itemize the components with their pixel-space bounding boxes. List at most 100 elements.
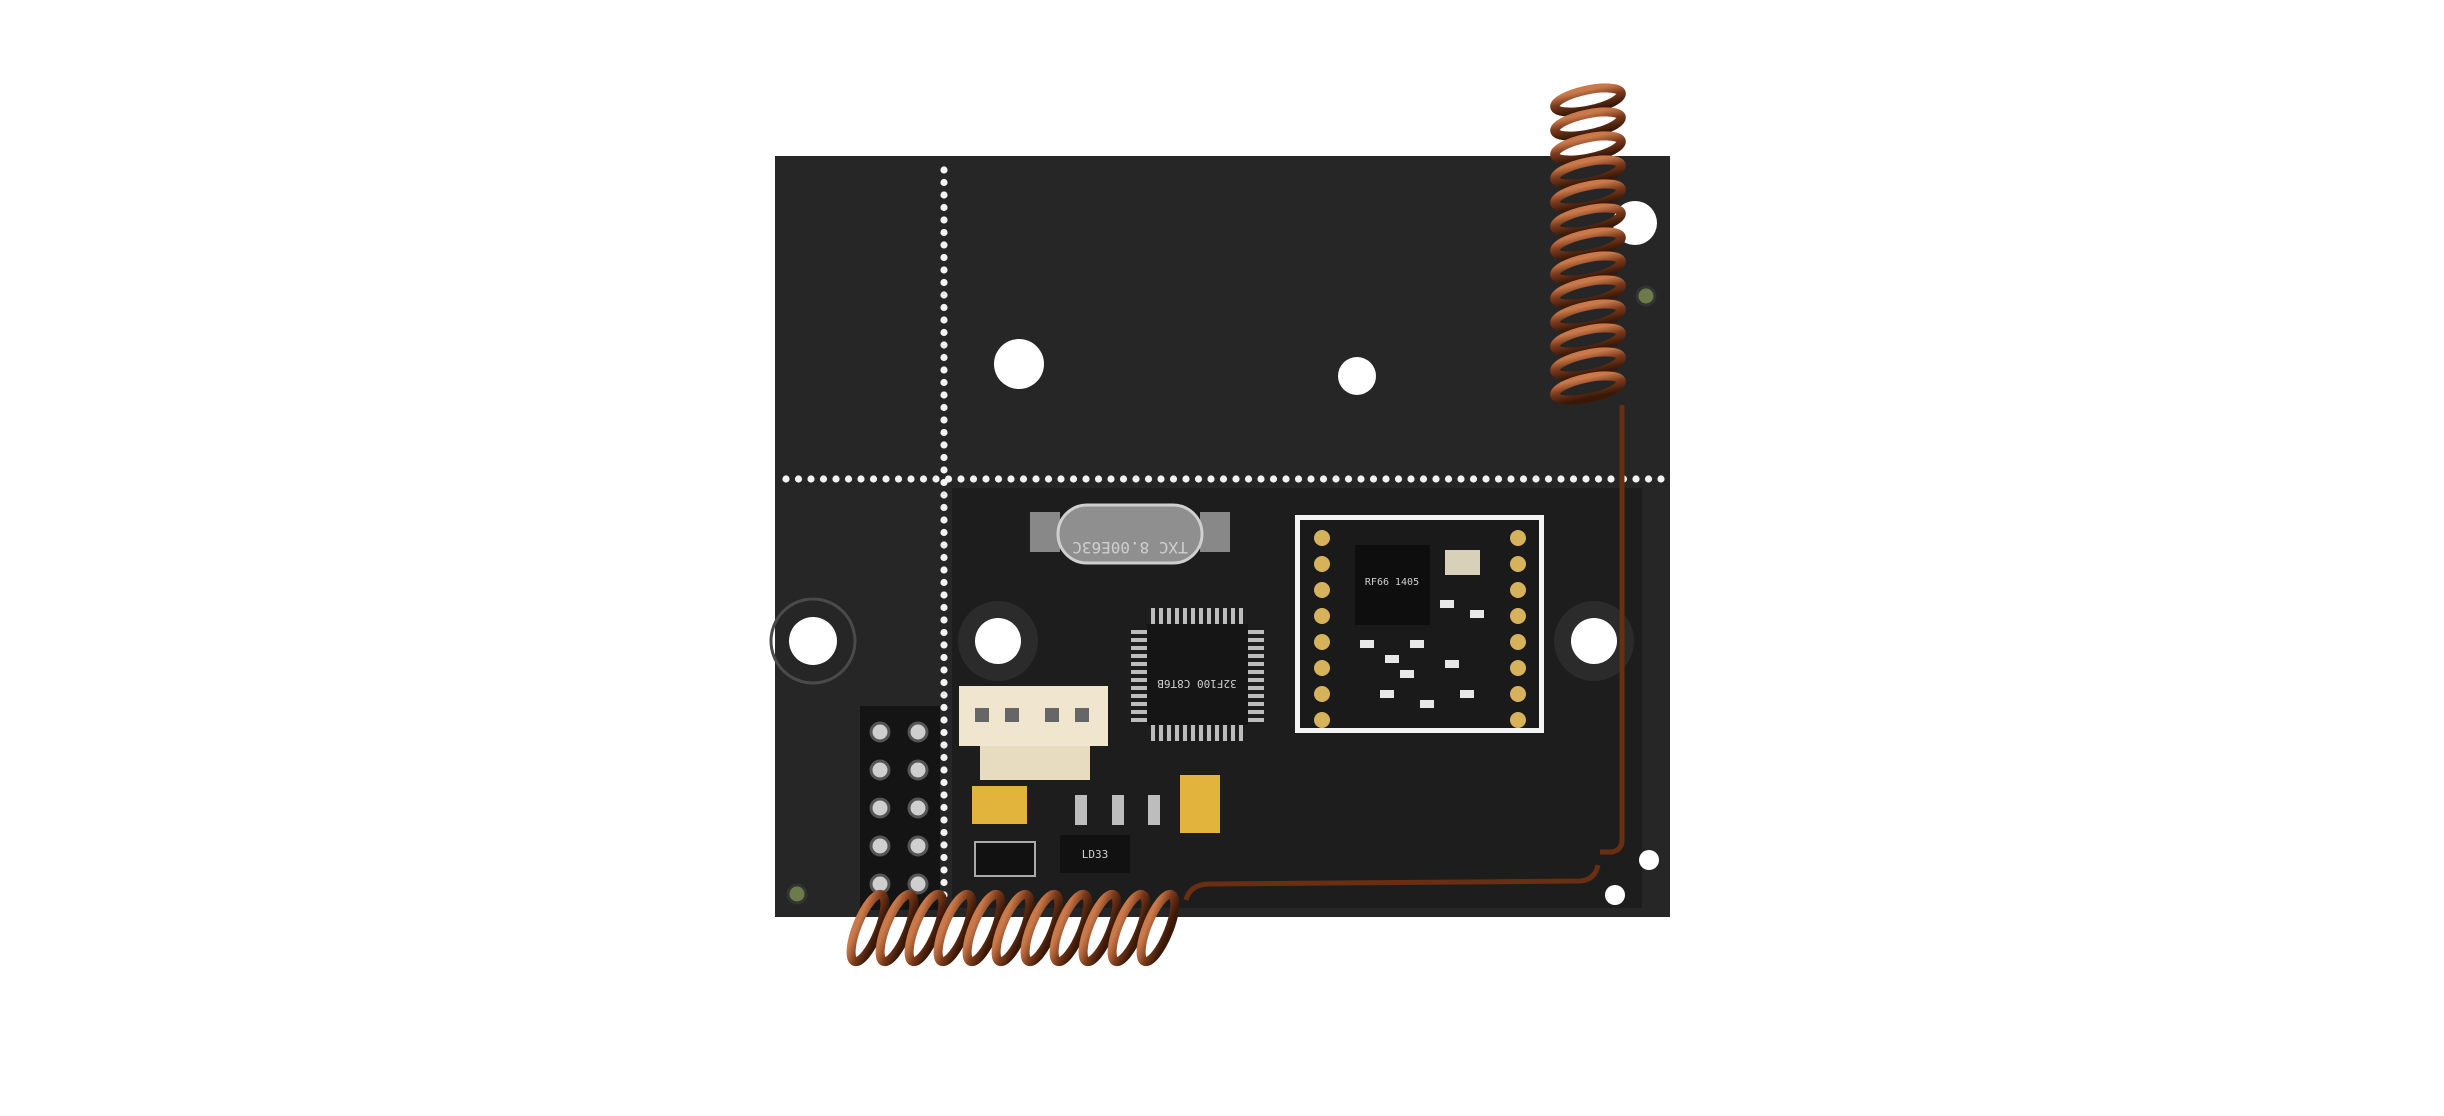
perforation-dot bbox=[940, 166, 948, 174]
perforation-dot bbox=[940, 416, 948, 424]
chip-pin bbox=[1239, 725, 1243, 741]
castellated-pad bbox=[1510, 660, 1526, 676]
smd-component bbox=[1460, 690, 1474, 698]
perforation-dot bbox=[940, 678, 948, 687]
perforation-dot bbox=[940, 516, 948, 524]
chip-pin bbox=[1131, 630, 1147, 634]
perforation-dot bbox=[940, 703, 948, 712]
perforation-dot bbox=[1407, 475, 1415, 483]
pin-header bbox=[860, 706, 940, 910]
perforation-dot bbox=[940, 253, 948, 262]
coil-turn bbox=[991, 889, 1035, 967]
test-pad bbox=[1635, 285, 1657, 307]
antenna-wire bbox=[1183, 864, 1601, 901]
header-pin bbox=[869, 759, 891, 781]
diode bbox=[974, 841, 1036, 877]
chip-pin bbox=[1175, 725, 1179, 741]
chip-pin bbox=[1248, 702, 1264, 706]
perforation-dot bbox=[940, 228, 948, 237]
perforation-dot bbox=[940, 541, 948, 549]
chip-pin bbox=[1191, 725, 1195, 741]
castellated-pad bbox=[1314, 686, 1330, 702]
castellated-pad bbox=[1510, 686, 1526, 702]
perforation-dot bbox=[940, 466, 948, 474]
perforation-dot bbox=[940, 866, 948, 874]
perforation-dot bbox=[940, 403, 948, 412]
perforation-dot bbox=[940, 628, 948, 637]
perforation-dot bbox=[940, 453, 948, 462]
perforation-dot bbox=[940, 791, 948, 799]
perforation-dot bbox=[857, 475, 865, 483]
perforation-dot bbox=[1182, 475, 1190, 483]
chip-pin bbox=[1199, 608, 1203, 624]
chip-pin bbox=[1248, 670, 1264, 674]
perforation-dot bbox=[940, 653, 948, 662]
chip-pin bbox=[1167, 725, 1171, 741]
perforation-dot bbox=[940, 578, 948, 587]
crystal-oscillator: TXC 8.00E63C bbox=[1030, 503, 1230, 565]
perforation-dot bbox=[957, 475, 965, 483]
perforation-dot bbox=[940, 503, 948, 512]
coil-turn bbox=[962, 889, 1006, 967]
header-pin bbox=[869, 721, 891, 743]
perforation-dot bbox=[940, 828, 948, 837]
perforation-dot bbox=[1457, 475, 1465, 483]
perforation-dot bbox=[940, 841, 948, 849]
perforation-dot bbox=[819, 475, 828, 483]
perforation-dot bbox=[894, 475, 903, 483]
perforation-dot bbox=[1119, 475, 1128, 483]
perforation-dot bbox=[1194, 475, 1203, 483]
chip-pin bbox=[1191, 608, 1195, 624]
perforation-dot bbox=[994, 475, 1003, 483]
perforation-dot bbox=[944, 475, 953, 483]
perforation-dot bbox=[1544, 475, 1553, 483]
perforation-dot bbox=[882, 475, 890, 483]
mounting-hole bbox=[1639, 850, 1659, 870]
castellated-pad bbox=[1314, 712, 1330, 728]
perforation-dot bbox=[1332, 475, 1340, 483]
perforation-dot bbox=[1144, 475, 1153, 483]
perforation-dot bbox=[940, 566, 948, 574]
perforation-dot bbox=[1107, 475, 1115, 483]
perforation-dot bbox=[940, 353, 948, 362]
perforation-dot bbox=[940, 216, 948, 224]
perforation-dot bbox=[1257, 475, 1265, 483]
perforation-dot bbox=[940, 328, 948, 337]
test-pad bbox=[786, 883, 808, 905]
perforation-dot bbox=[1007, 475, 1015, 483]
perforation-dots bbox=[782, 166, 1665, 899]
microcontroller-chip: 32F100 C8T6B bbox=[1131, 608, 1264, 741]
perforation-dot bbox=[1094, 475, 1103, 483]
header-pin bbox=[907, 721, 929, 743]
chip-pin bbox=[1183, 725, 1187, 741]
perforation-dot bbox=[1244, 475, 1253, 483]
perforation-dot bbox=[940, 591, 948, 599]
smd-component bbox=[1420, 700, 1434, 708]
coil-turn bbox=[1136, 889, 1180, 967]
mounting-hole bbox=[1571, 618, 1617, 664]
perforation-dot bbox=[940, 203, 948, 212]
chip-pin bbox=[1248, 710, 1264, 714]
coil-turn bbox=[933, 889, 977, 967]
castellated-pad bbox=[1314, 660, 1330, 676]
perforation-dot bbox=[844, 475, 853, 483]
castellated-pad bbox=[1314, 530, 1330, 546]
perforation-dot bbox=[940, 441, 948, 449]
perforation-dot bbox=[1507, 475, 1515, 483]
mounting-hole bbox=[975, 618, 1021, 664]
antenna-wire bbox=[1600, 405, 1625, 855]
perforation-dot bbox=[832, 475, 840, 483]
chip-pin bbox=[1199, 725, 1203, 741]
coil-turn bbox=[875, 889, 919, 967]
perforation-dot bbox=[1269, 475, 1278, 483]
perforation-dot bbox=[1494, 475, 1503, 483]
chip-pin bbox=[1223, 608, 1227, 624]
white-connector bbox=[959, 686, 1108, 780]
perforation-dot bbox=[782, 475, 790, 483]
coil-turn bbox=[1078, 889, 1122, 967]
perforation-dot bbox=[1382, 475, 1390, 483]
mounting-holes bbox=[769, 201, 1659, 905]
perforation-dot bbox=[1219, 475, 1228, 483]
perforation-dot bbox=[1319, 475, 1328, 483]
coil-turn bbox=[1550, 371, 1626, 405]
